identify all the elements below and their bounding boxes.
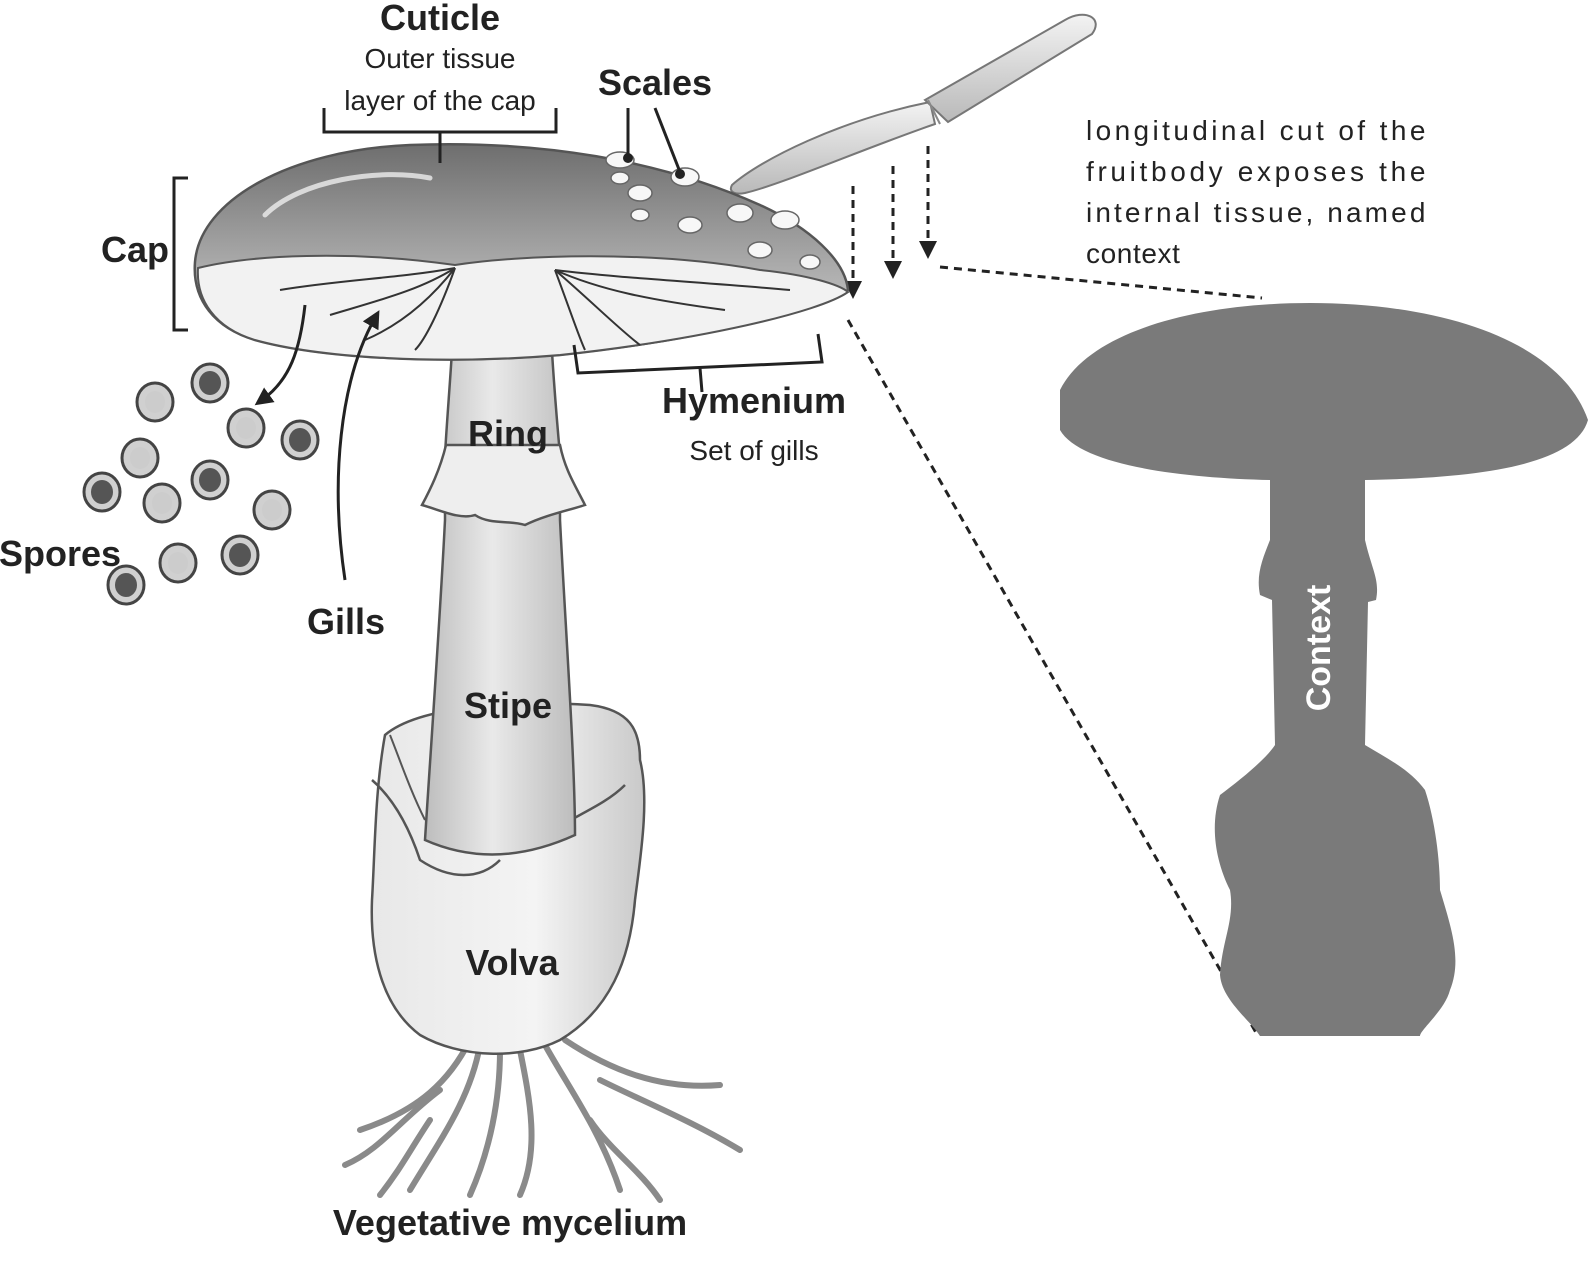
label-spores: Spores (0, 533, 121, 574)
label-hymenium-desc: Set of gills (689, 435, 818, 466)
spore (220, 534, 260, 576)
spore-release-arrow (254, 304, 307, 406)
mycelium-roots (342, 1037, 743, 1203)
description-line-3: internal tissue, named (1086, 197, 1426, 228)
description-line-1: longitudinal cut of the (1086, 115, 1426, 146)
spore (280, 419, 320, 461)
context-cross-section (1060, 303, 1588, 1036)
projection-line-top (939, 265, 1263, 300)
spore (106, 564, 146, 606)
label-ring: Ring (468, 413, 548, 454)
spore (190, 459, 230, 501)
label-stipe: Stipe (464, 685, 552, 726)
description-line-2: fruitbody exposes the (1086, 156, 1426, 187)
spore (190, 362, 230, 404)
label-cuticle: Cuticle (380, 0, 500, 38)
hymenium-bracket (572, 333, 824, 393)
spore (226, 407, 266, 449)
label-vegetative-mycelium: Vegetative mycelium (333, 1202, 687, 1243)
projection-line-bottom (846, 319, 1260, 1037)
cap-bracket (172, 176, 188, 332)
ring-shape (420, 443, 587, 527)
label-scales: Scales (598, 62, 712, 103)
scales-dots (605, 151, 821, 270)
cut-arrows (844, 146, 937, 299)
cuticle-bracket (322, 108, 558, 163)
label-gills: Gills (307, 601, 385, 642)
spore (142, 482, 182, 524)
knife-illustration (729, 13, 1097, 195)
spore (252, 489, 292, 531)
label-hymenium: Hymenium (662, 380, 846, 421)
description-line-4: context (1086, 238, 1180, 269)
spore (158, 542, 198, 584)
gills-pointer-arrow (336, 310, 380, 581)
label-context: Context (1300, 585, 1338, 712)
spores-cluster (82, 362, 320, 606)
spore (135, 381, 175, 423)
cap-shape (193, 143, 850, 361)
spore (120, 437, 160, 479)
label-cuticle-desc-2: layer of the cap (344, 85, 535, 116)
label-cuticle-desc-1: Outer tissue (365, 43, 516, 74)
label-volva: Volva (465, 942, 559, 983)
scales-pointers (623, 107, 685, 179)
label-cap: Cap (101, 229, 169, 270)
spore (82, 471, 122, 513)
